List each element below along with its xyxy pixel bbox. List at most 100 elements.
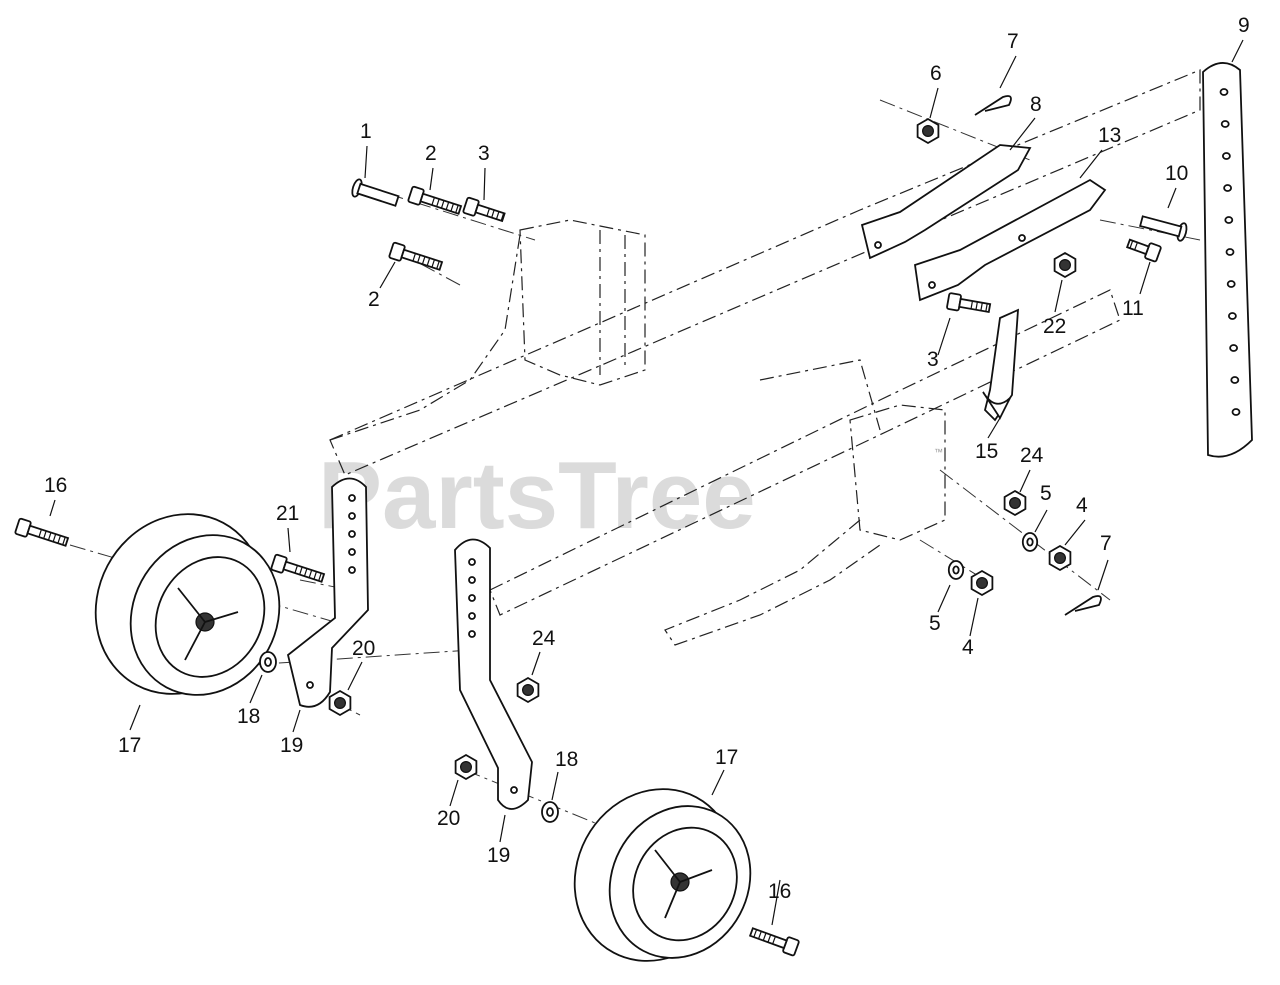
callout-labels: 1 2 2 3 3 4 4 5 5 6 7 7 8 9 10 11 13 15 … <box>44 14 1250 903</box>
callout-19: 19 <box>280 734 303 757</box>
callout-4: 4 <box>962 636 974 659</box>
leader-line <box>711 769 725 796</box>
callout-1: 1 <box>360 120 372 143</box>
leader-line <box>929 87 939 119</box>
strap-upper <box>860 144 1032 260</box>
callout-2: 2 <box>368 288 380 311</box>
callout-6: 6 <box>930 62 942 85</box>
leader-line <box>1034 509 1048 533</box>
watermark: PartsTree <box>318 442 756 549</box>
callout-22: 22 <box>1043 315 1066 338</box>
strap-lower <box>914 178 1107 302</box>
leader-line <box>1097 559 1109 591</box>
leader-line <box>129 704 141 731</box>
callout-24: 24 <box>532 627 556 650</box>
callout-19: 19 <box>487 844 510 867</box>
leader-line <box>1019 469 1031 493</box>
bar-hole <box>1228 312 1237 320</box>
callout-3: 3 <box>478 142 490 165</box>
callout-5: 5 <box>1040 482 1052 505</box>
bolt <box>270 553 326 583</box>
hairpin-clip <box>1064 595 1102 616</box>
arm-hole <box>348 494 356 502</box>
bolt <box>462 196 506 223</box>
callout-24: 24 <box>1020 444 1044 467</box>
callout-3: 3 <box>927 348 939 371</box>
lock-nut <box>1003 489 1027 517</box>
callout-5: 5 <box>929 612 941 635</box>
leader-line <box>1231 39 1244 63</box>
arm-hole <box>468 594 476 602</box>
callout-10: 10 <box>1165 162 1188 185</box>
wheel-arm-right <box>454 538 533 810</box>
arm-hole <box>510 786 518 794</box>
callout-7: 7 <box>1100 532 1112 555</box>
arm-hole <box>348 512 356 520</box>
leader-line <box>1054 279 1063 313</box>
hairpin-clip <box>974 95 1012 116</box>
bar-hole <box>1222 152 1231 160</box>
leader-line <box>999 55 1017 89</box>
callout-18: 18 <box>555 748 578 771</box>
wheel-bolt <box>748 927 800 957</box>
wheel-bolt <box>14 517 70 547</box>
bar-hole <box>1226 280 1236 288</box>
callout-20: 20 <box>437 807 460 830</box>
leader-line <box>1079 149 1103 179</box>
leader-line <box>429 167 434 191</box>
nut <box>454 753 478 781</box>
nut <box>328 689 352 717</box>
callout-13: 13 <box>1098 124 1121 147</box>
bolt <box>1125 238 1162 263</box>
wheel-right <box>573 788 752 962</box>
callout-8: 8 <box>1030 93 1042 116</box>
leader-line <box>531 651 541 676</box>
arm-hole <box>468 612 476 620</box>
arm-hole <box>348 548 356 556</box>
wheel-left <box>94 513 281 696</box>
leader-line <box>771 879 781 926</box>
leader-line <box>937 584 951 613</box>
bracket <box>982 308 1020 422</box>
callout-4: 4 <box>1076 494 1088 517</box>
bolt <box>407 185 463 215</box>
lock-nut <box>516 676 540 704</box>
arm-hole <box>348 530 356 538</box>
tiller-frame-phantom <box>329 69 1201 646</box>
callout-17: 17 <box>715 746 738 769</box>
nut <box>1053 251 1077 279</box>
washer <box>947 560 965 580</box>
nut <box>916 117 940 145</box>
clevis-pin <box>1139 215 1188 242</box>
leader-line <box>1139 261 1151 295</box>
bar-hole <box>1230 376 1240 384</box>
leader-line <box>499 814 506 843</box>
bar-hole <box>1231 408 1241 416</box>
leader-line <box>249 674 263 704</box>
depth-bar <box>1202 62 1253 458</box>
leader-line <box>364 145 368 179</box>
leader-line <box>1064 519 1086 546</box>
wheel-arm-left <box>286 477 369 708</box>
callout-16: 16 <box>44 474 67 497</box>
callout-7: 7 <box>1007 30 1019 53</box>
callout-16: 16 <box>768 880 791 903</box>
bolt <box>946 292 992 314</box>
washer <box>1021 532 1039 552</box>
callout-11: 11 <box>1122 297 1144 320</box>
leader-line <box>379 261 396 289</box>
arm-hole <box>306 681 314 689</box>
arm-hole <box>468 630 476 638</box>
washer <box>541 801 559 823</box>
leader-line <box>483 167 486 201</box>
leader-line <box>969 597 979 637</box>
nut <box>970 569 994 597</box>
arm-hole <box>468 558 476 566</box>
clevis-pin <box>351 178 400 207</box>
arm-hole <box>348 566 356 574</box>
bar-hole <box>1220 120 1230 128</box>
bar-hole <box>1219 88 1229 96</box>
watermark-trademark: ™ <box>934 447 943 457</box>
arm-hole <box>468 576 476 584</box>
